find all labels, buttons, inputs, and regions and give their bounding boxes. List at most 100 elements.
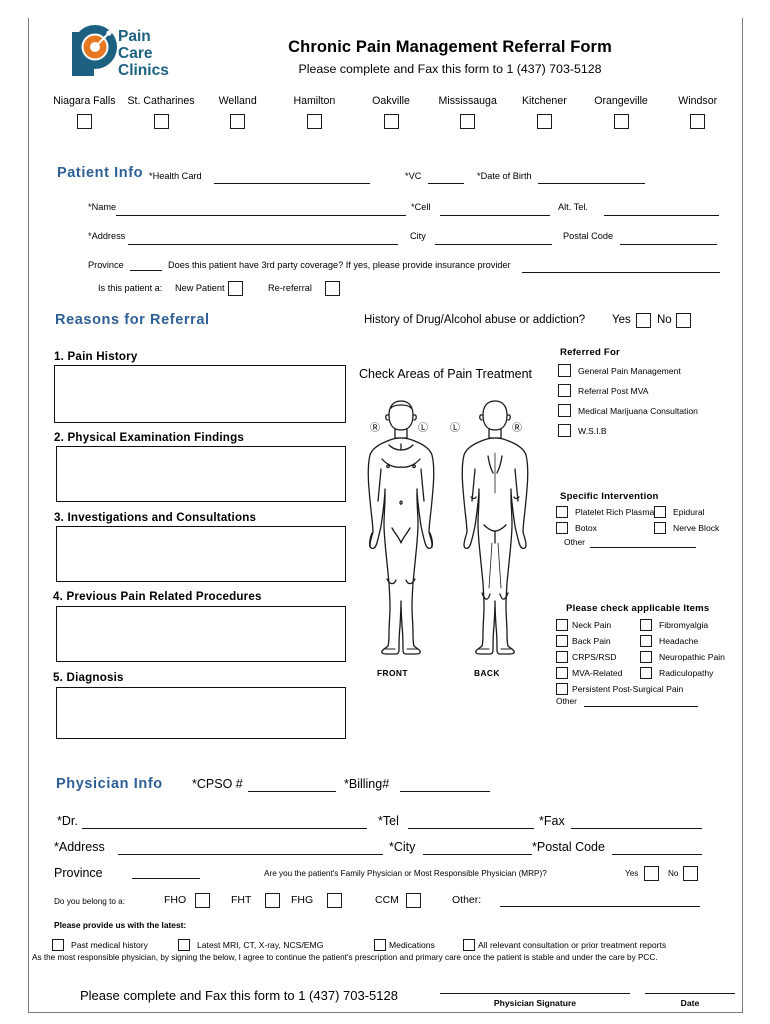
signature-date-input[interactable] (645, 993, 735, 994)
applicable-checkbox[interactable] (556, 619, 568, 631)
clinic-option-mississauga[interactable]: Mississauga (429, 95, 506, 131)
referred-for-checkbox[interactable] (558, 424, 571, 437)
re-referral-checkbox[interactable] (325, 281, 340, 296)
applicable-option-headache[interactable]: Headache (640, 635, 698, 647)
mrp-no-checkbox[interactable] (683, 866, 698, 881)
applicable-checkbox[interactable] (640, 667, 652, 679)
physician-signature-input[interactable] (440, 993, 630, 994)
patient-province-input[interactable] (130, 270, 162, 271)
clinic-option-orangeville[interactable]: Orangeville (583, 95, 660, 131)
latest-option-medications[interactable]: Medications (374, 939, 435, 951)
latest-option-consultation-reports[interactable]: All relevant consultation or prior treat… (463, 939, 666, 951)
date-of-birth-input[interactable] (538, 183, 645, 184)
intervention-option-nerve-block[interactable]: Nerve Block (654, 522, 719, 534)
cell-input[interactable] (440, 215, 550, 216)
physician-address-input[interactable] (118, 854, 383, 855)
intervention-option-platelet-rich-plasma[interactable]: Platelet Rich Plasma (556, 506, 654, 518)
fho-checkbox[interactable] (195, 893, 210, 908)
clinic-checkbox[interactable] (230, 114, 246, 130)
applicable-option-fibromyalgia[interactable]: Fibromyalgia (640, 619, 708, 631)
patient-city-input[interactable] (435, 244, 552, 245)
latest-checkbox[interactable] (463, 939, 475, 951)
pain-history-textarea[interactable] (54, 365, 346, 423)
clinic-option-windsor[interactable]: Windsor (659, 95, 736, 131)
clinic-option-niagara-falls[interactable]: Niagara Falls (46, 95, 123, 131)
intervention-option-botox[interactable]: Botox (556, 522, 597, 534)
billing-input[interactable] (400, 791, 490, 792)
clinic-option-welland[interactable]: Welland (199, 95, 276, 131)
applicable-checkbox[interactable] (556, 667, 568, 679)
referred-for-option-wsib[interactable]: W.S.I.B (558, 424, 748, 437)
physician-province-input[interactable] (132, 878, 200, 879)
applicable-option-neck-pain[interactable]: Neck Pain (556, 619, 611, 631)
referred-for-checkbox[interactable] (558, 384, 571, 397)
applicable-option-neuropathic-pain[interactable]: Neuropathic Pain (640, 651, 725, 663)
clinic-option-st-catharines[interactable]: St. Catharines (123, 95, 200, 131)
applicable-other-input[interactable] (584, 706, 698, 707)
physician-fax-input[interactable] (571, 828, 702, 829)
intervention-option-epidural[interactable]: Epidural (654, 506, 705, 518)
applicable-option-radiculopathy[interactable]: Radiculopathy (640, 667, 713, 679)
applicable-checkbox[interactable] (556, 651, 568, 663)
clinic-checkbox[interactable] (383, 114, 399, 130)
previous-procedures-textarea[interactable] (56, 606, 346, 662)
clinic-checkbox[interactable] (76, 114, 92, 130)
fhg-checkbox[interactable] (327, 893, 342, 908)
intervention-checkbox[interactable] (654, 522, 666, 534)
cpso-input[interactable] (248, 791, 336, 792)
applicable-option-crps-rsd[interactable]: CRPS/RSD (556, 651, 616, 663)
physician-tel-input[interactable] (408, 828, 534, 829)
patient-address-input[interactable] (128, 244, 398, 245)
physician-postal-code-input[interactable] (612, 854, 702, 855)
patient-name-input[interactable] (116, 215, 406, 216)
intervention-other-input[interactable] (590, 547, 696, 548)
fht-checkbox[interactable] (265, 893, 280, 908)
clinic-checkbox[interactable] (613, 114, 629, 130)
physician-city-input[interactable] (423, 854, 532, 855)
latest-checkbox[interactable] (374, 939, 386, 951)
latest-option-past-medical-history[interactable]: Past medical history (52, 939, 148, 951)
ccm-checkbox[interactable] (406, 893, 421, 908)
clinic-option-oakville[interactable]: Oakville (353, 95, 430, 131)
vc-input[interactable] (428, 183, 464, 184)
clinic-checkbox[interactable] (306, 114, 322, 130)
mrp-yes-checkbox[interactable] (644, 866, 659, 881)
diagnosis-textarea[interactable] (56, 687, 346, 739)
applicable-option-mva-related[interactable]: MVA-Related (556, 667, 622, 679)
referred-for-checkbox[interactable] (558, 404, 571, 417)
referred-for-option-general-pain-management[interactable]: General Pain Management (558, 364, 748, 377)
doctor-input[interactable] (82, 828, 367, 829)
health-card-input[interactable] (214, 183, 370, 184)
insurance-provider-input[interactable] (522, 272, 720, 273)
latest-option-imaging[interactable]: Latest MRI, CT, X-ray, NCS/EMG (178, 939, 323, 951)
applicable-checkbox[interactable] (640, 635, 652, 647)
referred-for-option-medical-marijuana-consultation[interactable]: Medical Marijuana Consultation (558, 404, 748, 417)
applicable-checkbox[interactable] (640, 651, 652, 663)
investigations-textarea[interactable] (56, 526, 346, 582)
latest-checkbox[interactable] (52, 939, 64, 951)
applicable-option-persistent-post-surgical-pain[interactable]: Persistent Post-Surgical Pain (556, 683, 683, 695)
applicable-checkbox[interactable] (556, 683, 568, 695)
clinic-option-hamilton[interactable]: Hamilton (276, 95, 353, 131)
physical-exam-textarea[interactable] (56, 446, 346, 502)
drug-alcohol-yes-checkbox[interactable] (636, 313, 651, 328)
referred-for-checkbox[interactable] (558, 364, 571, 377)
applicable-option-back-pain[interactable]: Back Pain (556, 635, 611, 647)
drug-alcohol-no-checkbox[interactable] (676, 313, 691, 328)
applicable-checkbox[interactable] (640, 619, 652, 631)
clinic-checkbox[interactable] (536, 114, 552, 130)
latest-checkbox[interactable] (178, 939, 190, 951)
patient-postal-code-input[interactable] (620, 244, 717, 245)
referred-for-option-referral-post-mva[interactable]: Referral Post MVA (558, 384, 748, 397)
intervention-checkbox[interactable] (654, 506, 666, 518)
clinic-checkbox[interactable] (460, 114, 476, 130)
clinic-checkbox[interactable] (153, 114, 169, 130)
clinic-option-kitchener[interactable]: Kitchener (506, 95, 583, 131)
intervention-checkbox[interactable] (556, 506, 568, 518)
applicable-checkbox[interactable] (556, 635, 568, 647)
intervention-checkbox[interactable] (556, 522, 568, 534)
clinic-checkbox[interactable] (690, 114, 706, 130)
body-diagram[interactable] (358, 393, 546, 661)
alt-tel-input[interactable] (604, 215, 719, 216)
physician-other-input[interactable] (500, 906, 700, 907)
